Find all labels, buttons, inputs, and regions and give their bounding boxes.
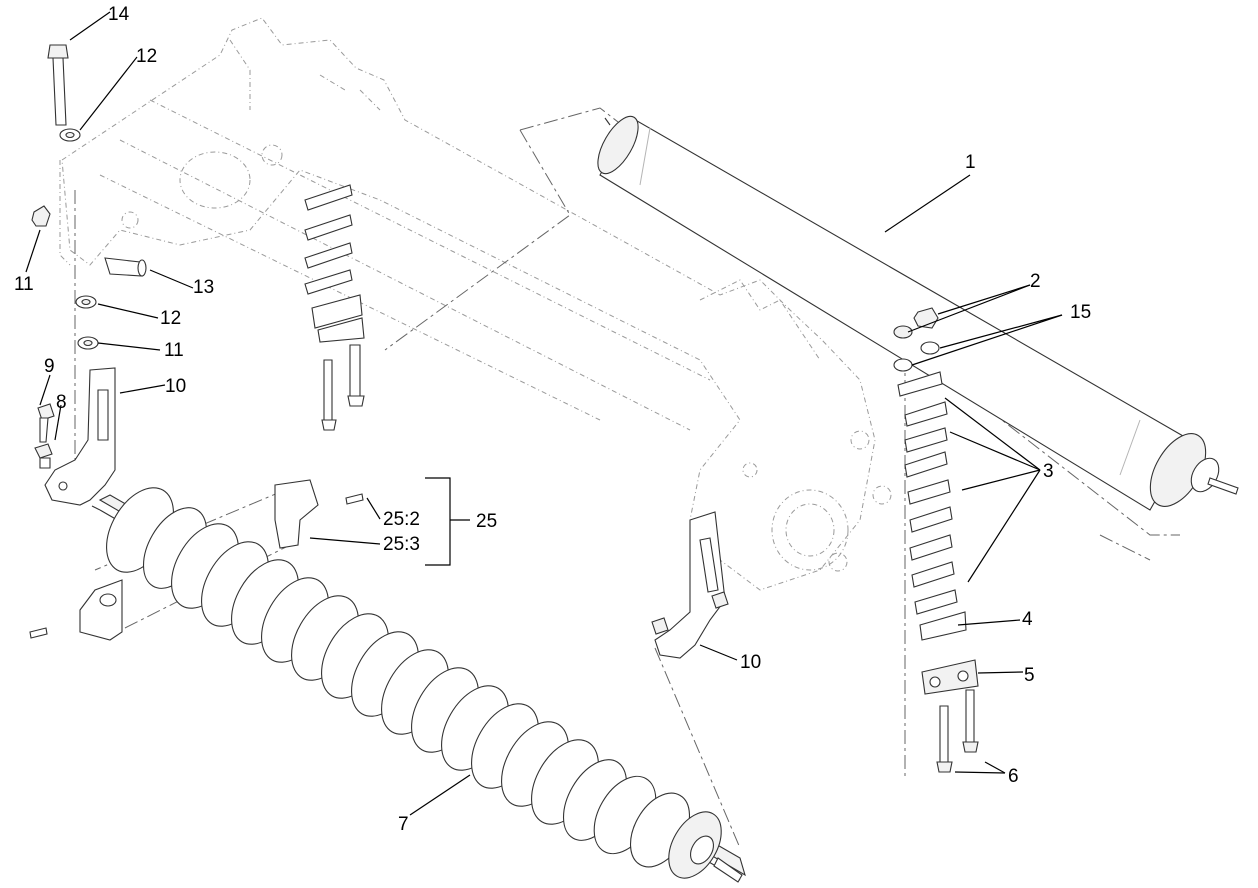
callout-10-left: 10	[165, 376, 186, 397]
callout-11-bottom: 11	[164, 340, 184, 361]
callout-25-3: 25:3	[383, 534, 420, 555]
left-hardware	[31, 44, 147, 506]
callout-8: 8	[56, 392, 67, 413]
bearing-half-shells	[79, 479, 319, 641]
callout-1: 1	[965, 152, 976, 173]
callout-15: 15	[1070, 302, 1091, 323]
bolts-bottom-right	[936, 689, 979, 773]
right-bracket	[651, 511, 729, 659]
bearing-stack-right	[897, 371, 979, 695]
callout-4: 4	[1022, 609, 1033, 630]
callout-12-bottom: 12	[160, 308, 181, 329]
callout-25-2: 25:2	[383, 509, 420, 530]
spiral-roller	[91, 487, 746, 883]
callout-14: 14	[108, 4, 130, 25]
callout-25: 25	[476, 511, 497, 532]
center-lines	[74, 107, 1180, 849]
callout-5: 5	[1024, 665, 1035, 686]
callout-10-right: 10	[740, 652, 761, 673]
callout-13: 13	[193, 277, 214, 298]
group-bracket-25	[425, 477, 470, 566]
callout-12-top: 12	[136, 46, 157, 67]
callout-7: 7	[398, 814, 409, 835]
callout-labels: 14 12 11 13 12 11 10 9 8 25:2 25:3 25 7 …	[14, 4, 1091, 835]
bearing-stack-left	[304, 184, 365, 431]
callout-11-top: 11	[14, 274, 34, 295]
spiral-coils	[106, 487, 722, 879]
screws	[29, 493, 364, 639]
callout-6: 6	[1008, 766, 1019, 787]
mainframe-ghost	[59, 17, 892, 591]
nuts-washers-right	[893, 307, 940, 372]
callout-3: 3	[1043, 461, 1054, 482]
callout-2: 2	[1030, 271, 1041, 292]
tube-roller	[597, 115, 1239, 511]
leader-lines	[25, 11, 1063, 816]
callout-9: 9	[44, 356, 55, 377]
